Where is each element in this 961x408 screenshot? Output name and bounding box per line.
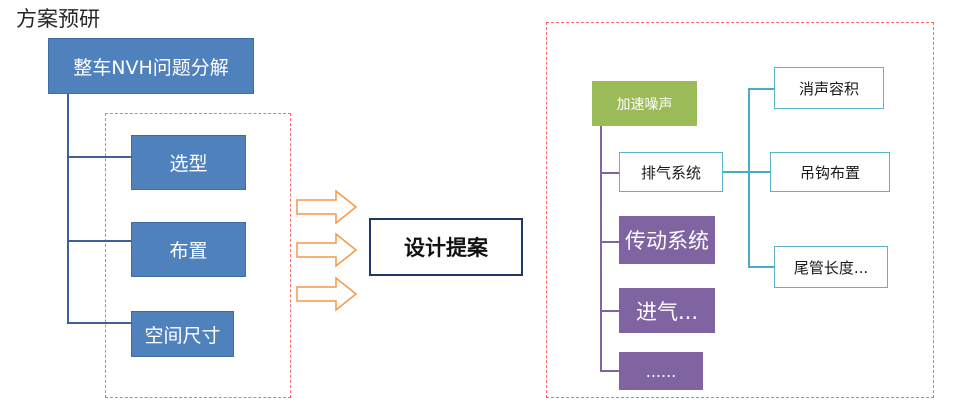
arrow-right-icon-1 — [296, 189, 358, 225]
arrow-right-icon-2 — [296, 232, 358, 268]
exhaust-branch-1 — [748, 88, 774, 90]
intake-node: 进气... — [619, 288, 715, 333]
exhaust-system-node: 排气系统 — [619, 152, 723, 192]
nvh-root-node: 整车NVH问题分解 — [48, 38, 254, 94]
acceleration-noise-node: 加速噪声 — [592, 81, 697, 126]
right-branch-intake — [600, 310, 619, 312]
layout-node: 布置 — [131, 222, 246, 277]
left-branch-1 — [67, 156, 131, 158]
right-branch-exhaust — [600, 172, 619, 174]
space-size-node: 空间尺寸 — [131, 311, 234, 357]
more-items-node: ...... — [619, 352, 703, 390]
right-dashed-frame — [546, 22, 934, 398]
transmission-system-node: 传动系统 — [619, 216, 715, 264]
exhaust-branch-2 — [748, 171, 770, 173]
tailpipe-length-node: 尾管长度... — [774, 246, 888, 288]
right-branch-transmission — [600, 241, 619, 243]
exhaust-branch-3 — [748, 266, 774, 268]
left-branch-3 — [67, 322, 131, 324]
design-proposal-box: 设计提案 — [369, 218, 523, 276]
exhaust-connector — [722, 171, 750, 173]
left-dashed-frame — [105, 113, 291, 398]
selection-node: 选型 — [131, 135, 246, 190]
left-branch-2 — [67, 240, 131, 242]
hanger-layout-node: 吊钩布置 — [770, 152, 890, 192]
arrow-right-icon-3 — [296, 276, 358, 312]
exhaust-subtree-trunk — [748, 88, 750, 268]
page-title: 方案预研 — [16, 7, 100, 31]
right-branch-more — [600, 370, 619, 372]
left-tree-trunk — [67, 93, 69, 323]
right-tree-trunk — [600, 126, 602, 372]
muffler-volume-node: 消声容积 — [774, 67, 884, 109]
